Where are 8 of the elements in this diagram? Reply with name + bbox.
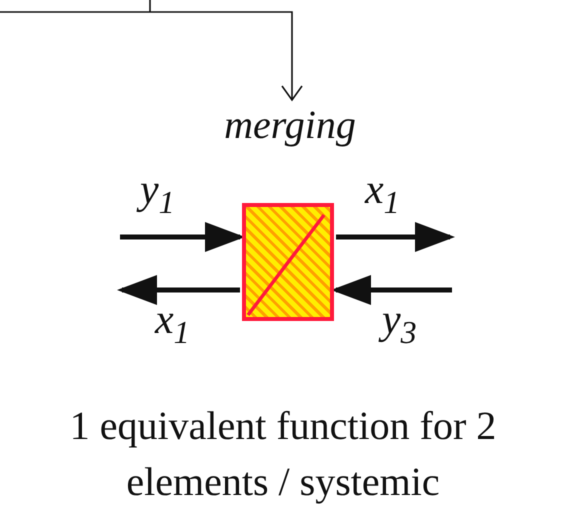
arrow	[336, 222, 455, 252]
function-box	[242, 203, 334, 321]
edge-label: x$_{1}$	[365, 168, 400, 212]
arrow	[0, 11, 303, 101]
caption: 1 equivalent function for 2 elements / systemic	[68, 402, 498, 506]
edge-label: x$_{1}$	[155, 298, 190, 342]
arrow	[117, 275, 240, 305]
step-label: merging	[200, 102, 380, 148]
